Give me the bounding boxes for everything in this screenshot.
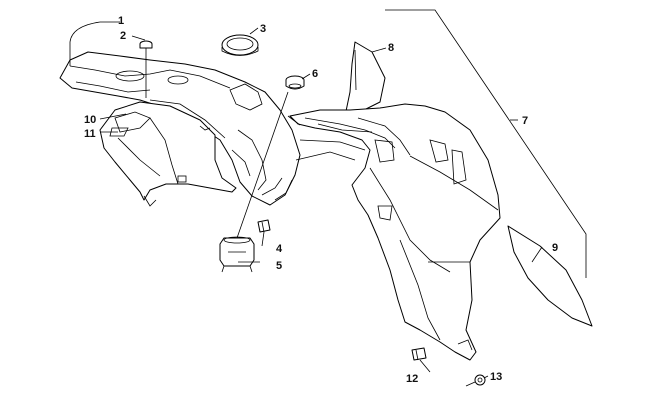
part-7-side-panel [289,103,501,361]
part-12-clip [411,347,427,361]
callout-1: 1 [118,15,124,27]
part-5-connector [219,236,255,273]
callout-8: 8 [388,42,394,54]
callout-13: 13 [490,371,502,383]
callout-9: 9 [552,242,558,254]
leader-lines [69,9,587,379]
callout-2: 2 [120,30,126,42]
part-3-ring [221,34,259,56]
callout-12: 12 [406,373,418,385]
callout-10: 10 [84,114,96,126]
callout-4: 4 [276,243,283,255]
callout-6: 6 [312,68,318,80]
part-4-clip [257,219,271,233]
callout-5: 5 [276,260,282,272]
part-9-decal [507,225,593,327]
callout-11: 11 [84,128,96,140]
callout-3: 3 [260,23,266,35]
part-6-grommet [285,75,305,90]
part-2-screw [139,40,153,56]
part-13-bolt [465,374,486,387]
callout-7: 7 [522,115,528,127]
part-lower-side-panel [99,101,237,207]
part-1-hood-panel [59,51,301,206]
part-8-deflector [344,41,386,117]
